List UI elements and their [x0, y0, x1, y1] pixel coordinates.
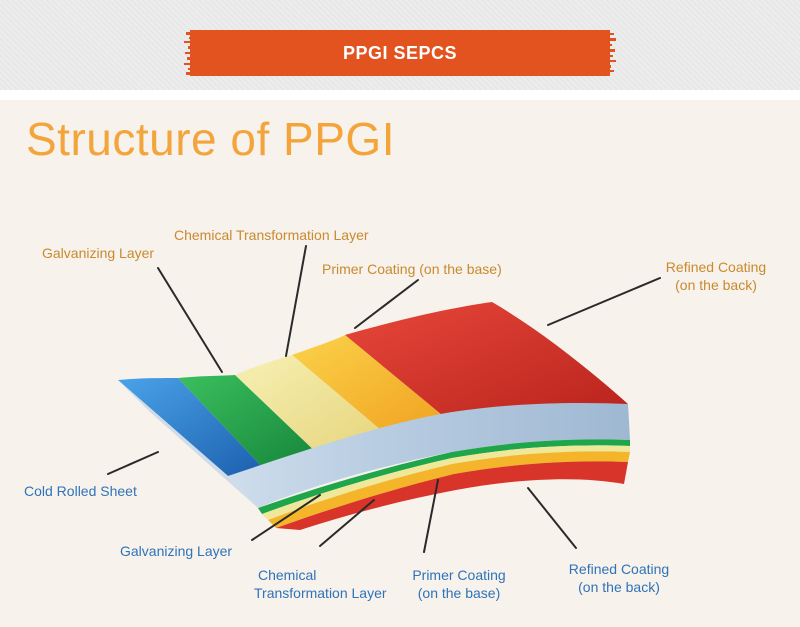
label-galvanizing-layer-bottom: Galvanizing Layer: [120, 543, 233, 559]
layer-chemical-transformation-top: [235, 355, 388, 458]
label-refined-coating-top-line1: Refined Coating: [665, 259, 767, 275]
label-cold-rolled-sheet: Cold Rolled Sheet: [24, 483, 137, 499]
leader-cold-rolled: [107, 451, 159, 475]
label-chemical-transformation-top: Chemical Transformation Layer: [174, 227, 369, 243]
label-refined-bottom-line1: Refined Coating: [568, 561, 670, 577]
leader-galvanizing-bottom: [251, 494, 321, 541]
layer-primer-coating-back: [268, 451, 630, 528]
label-primer-bottom-line2: (on the base): [417, 585, 501, 601]
banner-label: PPGI SEPCS: [342, 42, 458, 63]
label-refined-bottom-line2: (on the back): [578, 579, 660, 595]
label-primer-bottom-line1: Primer Coating: [412, 567, 506, 583]
header-divider: [0, 90, 800, 100]
layer-primer-coating-top: [292, 335, 448, 436]
banner-right-brush-edge: [600, 30, 616, 76]
section-banner: PPGI SEPCS: [190, 30, 610, 76]
label-refined-coating-bottom: Refined Coating (on the back): [556, 560, 682, 596]
sheet-cross-section: [118, 380, 630, 508]
label-refined-coating-top: Refined Coating (on the back): [654, 258, 778, 294]
layer-cold-rolled-sheet-top: [118, 378, 265, 476]
label-refined-coating-top-line2: (on the back): [675, 277, 757, 293]
layer-galvanizing-back: [258, 439, 630, 514]
layer-refined-coating-back: [276, 461, 628, 530]
layer-refined-coating-top: [345, 302, 628, 420]
label-primer-coating-top: Primer Coating (on the base): [322, 261, 502, 277]
leader-refined-top: [547, 277, 661, 326]
leader-primer-top: [354, 279, 419, 329]
leader-primer-bottom: [423, 479, 439, 553]
layer-chemical-transformation-back: [262, 445, 630, 520]
layer-galvanizing-top: [178, 375, 322, 470]
leader-chemical-top: [285, 245, 307, 357]
label-primer-coating-bottom: Primer Coating (on the base): [400, 566, 518, 602]
label-galvanizing-layer-top: Galvanizing Layer: [42, 245, 155, 261]
leader-chemical-bottom: [319, 499, 375, 547]
label-chemical-bottom-line2: Transformation Layer: [254, 585, 387, 601]
leader-galvanizing-top: [157, 267, 223, 373]
label-chemical-bottom-line1: Chemical: [258, 567, 317, 583]
sheet-edge-front: [118, 380, 258, 508]
leader-refined-bottom: [527, 487, 577, 549]
label-chemical-transformation-bottom: Chemical Transformation Layer: [254, 566, 404, 602]
page-title: Structure of PPGI: [26, 113, 395, 165]
